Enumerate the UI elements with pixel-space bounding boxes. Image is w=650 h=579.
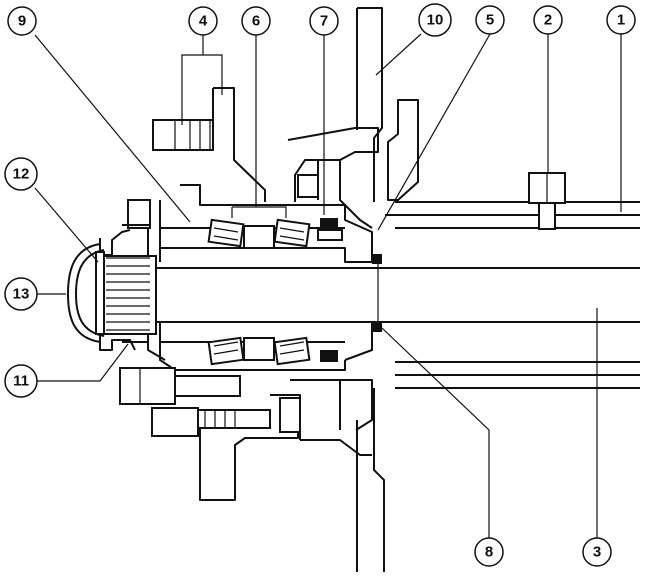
drawing — [67, 7, 640, 572]
upper-bracket — [287, 99, 419, 229]
callout-1: 1 — [606, 5, 636, 35]
callout-2-label: 2 — [544, 12, 552, 29]
upper-bearings — [207, 218, 311, 249]
backing-plate — [356, 7, 385, 572]
callout-6: 6 — [241, 6, 271, 36]
lower-bolts — [119, 367, 271, 437]
callout-9-label: 9 — [18, 13, 26, 30]
callout-4-label: 4 — [199, 13, 208, 30]
callout-11-label: 11 — [13, 373, 29, 390]
callout-6-label: 6 — [252, 13, 260, 30]
callout-5: 5 — [475, 5, 505, 35]
seal-lower — [320, 350, 338, 362]
callout-5-label: 5 — [486, 12, 494, 29]
axle-tube — [385, 201, 640, 389]
lower-bearings — [207, 336, 311, 366]
drive-shaft — [155, 262, 640, 328]
seal-ring — [372, 254, 382, 332]
callout-9: 9 — [7, 6, 37, 36]
shaft-splines — [99, 255, 157, 335]
callout-10: 10 — [418, 3, 452, 37]
hub-upper — [127, 184, 373, 263]
seal-upper — [317, 218, 343, 241]
stud-bolt-top — [152, 87, 266, 202]
callout-13: 13 — [4, 277, 38, 311]
callout-3: 3 — [582, 537, 612, 567]
callout-7: 7 — [309, 6, 339, 36]
callout-1-label: 1 — [617, 12, 625, 29]
screw — [528, 172, 566, 230]
callout-12-label: 12 — [13, 166, 30, 183]
callout-4: 4 — [188, 6, 218, 36]
callout-2: 2 — [533, 5, 563, 35]
lower-bracket — [199, 394, 372, 501]
callout-12: 12 — [4, 157, 38, 191]
callout-8-label: 8 — [485, 544, 493, 561]
callout-3-label: 3 — [593, 544, 601, 561]
retaining-ring — [95, 251, 105, 335]
callout-7-label: 7 — [320, 13, 328, 30]
callout-11: 11 — [4, 364, 38, 398]
callout-13-label: 13 — [13, 286, 30, 303]
dust-cap — [67, 243, 105, 343]
callout-8: 8 — [474, 537, 504, 567]
callout-10-label: 10 — [427, 12, 444, 29]
leader-lines — [34, 33, 622, 538]
